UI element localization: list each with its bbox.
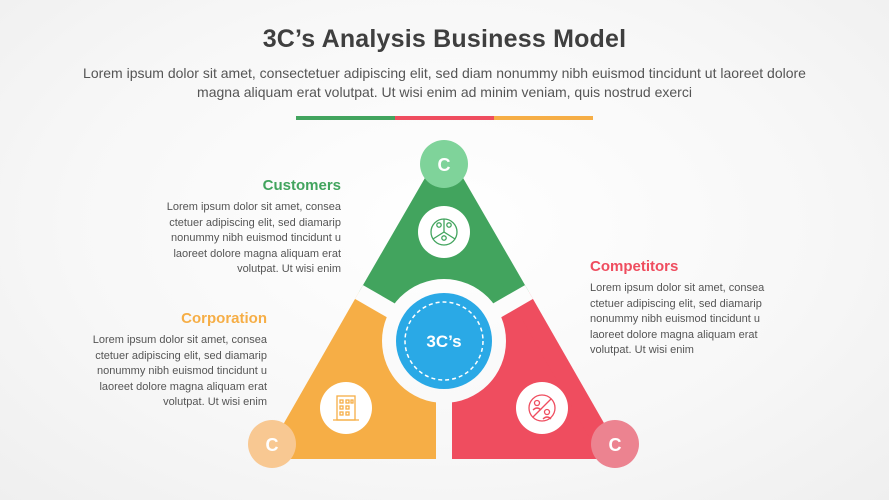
corporation-badge-label: C [266,435,279,455]
customers-line-3: nonummy nibh euismod tincidunt u [171,232,341,244]
customers-line-5: volutpat. Ut wisi enim [237,263,341,275]
corporation-line-5: volutpat. Ut wisi enim [163,396,267,408]
competitors-line-1: Lorem ipsum dolor sit amet, consea [590,282,765,294]
customers-line-1: Lorem ipsum dolor sit amet, consea [166,201,341,213]
center-hub-dashed-ring [404,301,484,381]
corporation-heading: Corporation [181,310,267,327]
competitors-badge-label: C [609,435,622,455]
competitors-heading: Competitors [590,258,679,275]
corporation-line-3: nonummy nibh euismod tincidunt u [97,365,267,377]
customers-heading: Customers [262,177,341,194]
customers-line-4: laoreet dolore magna aliquam erat [173,247,341,260]
center-label: 3C’s [426,332,461,351]
competitors-line-2: ctetuer adipiscing elit, sed diamarip [590,297,762,310]
center-hub [396,293,492,389]
customers-line-2: ctetuer adipiscing elit, sed diamarip [169,216,341,229]
competitors-line-5: volutpat. Ut wisi enim [590,344,694,356]
divider-orange [494,116,593,120]
competitors-block: Competitors Lorem ipsum dolor sit amet, … [590,257,811,359]
competitor-versus-icon [528,394,556,422]
competitors-badge [591,420,639,468]
divider-red [395,116,494,120]
corporation-line-2: ctetuer adipiscing elit, sed diamarip [95,349,267,362]
people-group-icon [430,218,458,246]
corporation-badge [248,420,296,468]
corporation-segment [269,292,444,459]
page-title: 3C’s Analysis Business Model [262,25,627,53]
competitors-segment [444,292,619,459]
office-building-icon [333,395,359,421]
page-subtitle: Lorem ipsum dolor sit amet, consectetuer… [83,65,806,100]
divider-green [296,116,395,120]
corporation-block: Corporation Lorem ipsum dolor sit amet, … [46,309,267,411]
corporation-line-4: laoreet dolore magna aliquam erat [99,380,267,393]
corporation-line-1: Lorem ipsum dolor sit amet, consea [92,334,267,346]
competitors-line-3: nonummy nibh euismod tincidunt u [590,313,760,325]
customers-block: Customers Lorem ipsum dolor sit amet, co… [120,176,341,278]
competitors-line-4: laoreet dolore magna aliquam erat [590,328,758,341]
customers-badge-label: C [438,155,451,175]
customers-badge [420,140,468,188]
